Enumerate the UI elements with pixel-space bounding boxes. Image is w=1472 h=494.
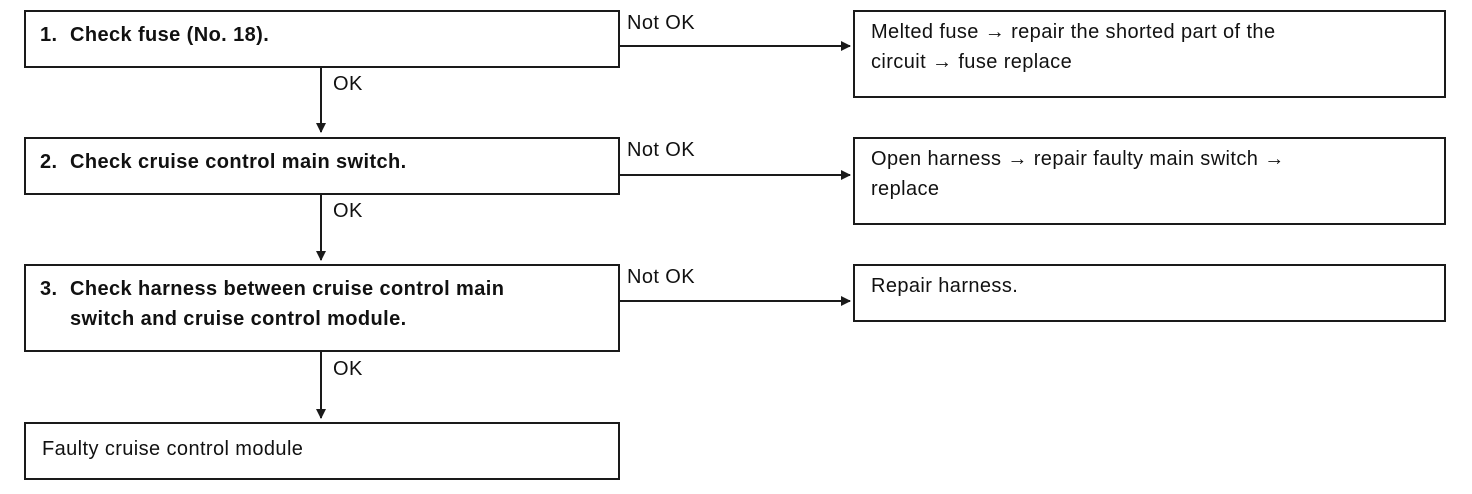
step-2-number: 2. xyxy=(40,151,58,173)
final-result-text: Faulty cruise control module xyxy=(42,438,304,460)
step-1-number: 1. xyxy=(40,24,58,46)
step-1-text: Check fuse (No. 18). xyxy=(70,24,270,46)
not-ok-result-3-box: Repair harness. xyxy=(853,264,1446,322)
not-ok-result-2-box: Open harness → repair faulty main switch… xyxy=(853,137,1446,225)
not-ok-result-2-line1: Open harness → repair faulty main switch… xyxy=(871,148,1285,170)
ok-label-2: OK xyxy=(333,200,363,222)
step-3-text-line2: switch and cruise control module. xyxy=(70,308,407,330)
step-3-text-line1: Check harness between cruise control mai… xyxy=(70,278,505,300)
final-result-box: Faulty cruise control module xyxy=(24,422,620,480)
not-ok-label-3: Not OK xyxy=(627,266,695,288)
step-1-box: 1. Check fuse (No. 18). xyxy=(24,10,620,68)
step-2-text: Check cruise control main switch. xyxy=(70,151,407,173)
not-ok-label-1: Not OK xyxy=(627,12,695,34)
step-3-box: 3. Check harness between cruise control m… xyxy=(24,264,620,352)
not-ok-result-3-line1: Repair harness. xyxy=(871,275,1019,297)
not-ok-result-1-line2: circuit → fuse replace xyxy=(871,51,1073,73)
step-3-number: 3. xyxy=(40,278,58,300)
not-ok-label-2: Not OK xyxy=(627,139,695,161)
ok-label-3: OK xyxy=(333,358,363,380)
not-ok-result-1-line1: Melted fuse → repair the shorted part of… xyxy=(871,21,1276,43)
ok-label-1: OK xyxy=(333,73,363,95)
step-2-box: 2. Check cruise control main switch. xyxy=(24,137,620,195)
not-ok-result-1-box: Melted fuse → repair the shorted part of… xyxy=(853,10,1446,98)
not-ok-result-2-line2: replace xyxy=(871,178,940,200)
